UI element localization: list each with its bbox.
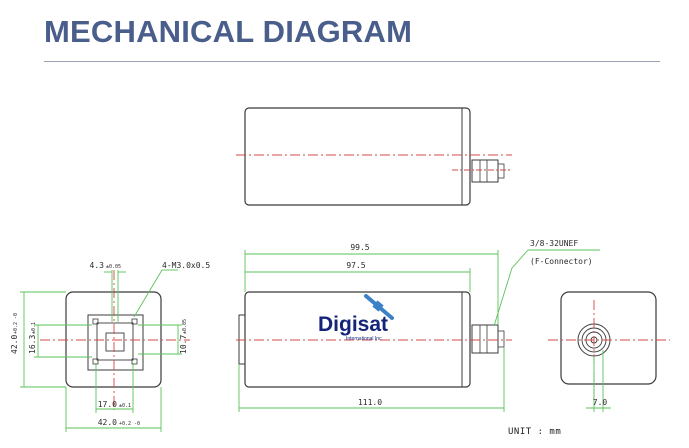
front-dim-left-outer-tol: +0.2 -0: [13, 313, 19, 334]
page-title: MECHANICAL DIAGRAM: [44, 14, 413, 49]
connector-type-label: (F-Connector): [530, 257, 593, 266]
front-dim-thread: 4-M3.0x0.5: [162, 261, 210, 270]
top-view: [236, 107, 512, 206]
front-dim-top-left: 4.3: [90, 261, 105, 270]
digisat-logo: Digisat International Inc: [318, 294, 394, 342]
side-view: 99.5 97.5 111.0 3/8-32UNEF (F-Connector)…: [236, 239, 600, 412]
unit-label: UNIT : mm: [508, 427, 562, 437]
top-view-body: [244, 107, 471, 206]
front-dim-right-inner-tol: ±0.05: [182, 319, 188, 334]
front-dim-bottom-inner: 17.0: [98, 400, 117, 409]
logo-brand-text: Digisat: [318, 313, 388, 336]
front-dim-right-inner: 10.7: [179, 335, 188, 354]
side-dim-bottom-total: 111.0: [358, 398, 382, 407]
side-view-connector: [471, 324, 499, 354]
front-view: 4.3 ±0.05 4-M3.0x0.5 42.0 +0.2 -0 16.3 ±…: [10, 261, 210, 432]
front-dim-left-inner-tol: ±0.1: [31, 322, 37, 334]
front-dim-top-left-tol: ±0.05: [106, 264, 121, 270]
connector-thread-label: 3/8-32UNEF: [530, 239, 578, 248]
front-dim-left-inner: 16.3: [28, 335, 37, 354]
front-dim-bottom-outer-tol: +0.2 -0: [119, 421, 140, 427]
front-dim-bottom-outer: 42.0: [98, 418, 117, 427]
front-view-body: [65, 291, 162, 388]
title-divider: [44, 61, 660, 62]
rear-view-body: [560, 291, 657, 385]
front-dim-bottom-inner-tol: ±0.1: [119, 403, 131, 409]
top-view-connector: [471, 159, 499, 183]
rear-view: 7.0: [548, 291, 670, 412]
rear-dim-bottom: 7.0: [593, 398, 608, 407]
side-view-flange: [238, 314, 246, 365]
side-dim-top-inner: 97.5: [346, 261, 365, 270]
logo-tagline-text: International Inc: [346, 336, 382, 342]
front-view-sensor: [105, 332, 125, 352]
front-dim-left-outer: 42.0: [10, 335, 19, 354]
front-view-mount-plate: [87, 314, 144, 371]
side-dim-top-outer: 99.5: [350, 243, 369, 252]
